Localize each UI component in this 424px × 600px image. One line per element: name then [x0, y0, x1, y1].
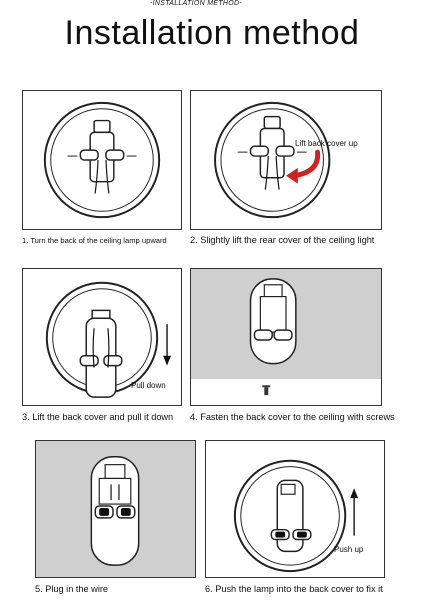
step-2-caption: 2. Slightly lift the rear cover of the c… [190, 235, 375, 245]
step-3-label: Pull down [131, 381, 166, 390]
lamp-back-diagram [214, 101, 331, 219]
step-4-caption: 4. Fasten the back cover to the ceiling … [190, 412, 395, 422]
step-6-caption: 6. Push the lamp into the back cover to … [205, 584, 383, 594]
step-2-label: Lift back cover up [295, 139, 358, 148]
step-4-floor [191, 379, 381, 405]
step-6-label: Push up [334, 545, 364, 554]
step-1-panel [22, 90, 182, 230]
step-3-caption: 3. Lift the back cover and pull it down [22, 412, 174, 422]
lamp-back-diagram [233, 459, 359, 573]
step-6-panel: Push up [205, 440, 385, 578]
lamp-back-diagram [43, 101, 161, 219]
step-5-caption: 5. Plug in the wire [35, 584, 109, 594]
step-4-panel [190, 268, 382, 406]
lamp-back-diagram [249, 278, 297, 396]
step-3-panel: Pull down [22, 268, 182, 406]
lamp-back-diagram [90, 456, 140, 566]
screw-icon [262, 385, 271, 396]
step-5-panel [35, 440, 196, 578]
down-arrow-icon [163, 324, 171, 366]
lamp-back-diagram [45, 281, 171, 398]
header-kicker: -INSTALLATION METHOD- [150, 0, 242, 7]
up-arrow-icon [350, 488, 359, 536]
page-title: Installation method [64, 14, 360, 52]
curved-arrow-icon [286, 149, 321, 184]
step-2-panel: Lift back cover up [190, 90, 382, 230]
step-1-caption: 1. Turn the back of the ceiling lamp upw… [22, 236, 167, 245]
